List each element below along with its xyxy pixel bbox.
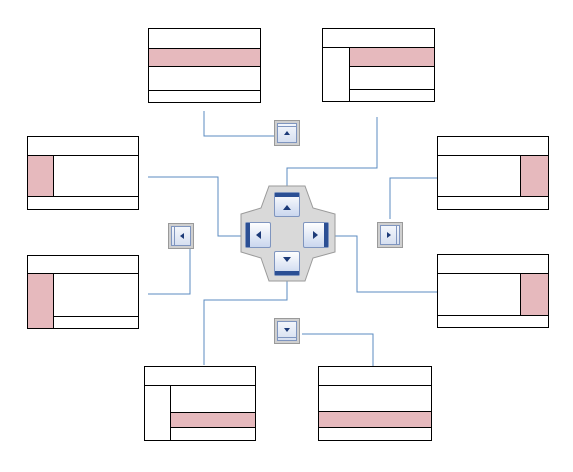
connector-bottom-full-to-edge-bottom xyxy=(302,333,374,366)
dock-edge-right-icon[interactable] xyxy=(377,222,403,248)
preview-right-inside xyxy=(437,136,549,210)
connector-right-inside-to-edge-right xyxy=(389,177,437,219)
preview-bottom-full-width xyxy=(318,366,432,441)
dock-edge-top-icon[interactable] xyxy=(274,120,300,146)
compass-background xyxy=(240,185,336,282)
dock-edge-left-icon[interactable] xyxy=(168,223,194,249)
dock-edge-bottom-icon[interactable] xyxy=(274,318,300,344)
preview-top-full-width xyxy=(148,28,261,103)
dock-right-arrow-icon[interactable] xyxy=(303,222,329,248)
dock-guide-compass-icon xyxy=(240,185,336,282)
preview-left-inside xyxy=(27,136,139,210)
preview-bottom-inside-split xyxy=(144,366,256,441)
preview-left-full-height xyxy=(27,255,139,329)
dock-left-arrow-icon[interactable] xyxy=(245,222,271,248)
preview-right-full-height xyxy=(437,254,549,328)
dock-bottom-arrow-icon[interactable] xyxy=(274,251,300,276)
connector-lines xyxy=(148,111,437,366)
connector-top-split-to-center-up xyxy=(286,117,378,191)
connector-right-full-to-center-right xyxy=(330,235,437,293)
preview-top-inside-split xyxy=(322,28,435,102)
connector-left-inside-to-center-left xyxy=(148,176,243,237)
connector-bottom-split-to-center-down xyxy=(203,277,288,365)
connector-left-full-to-edge-left xyxy=(148,249,191,295)
connector-top-full-to-edge-top xyxy=(203,111,274,137)
dock-top-arrow-icon[interactable] xyxy=(274,192,300,217)
